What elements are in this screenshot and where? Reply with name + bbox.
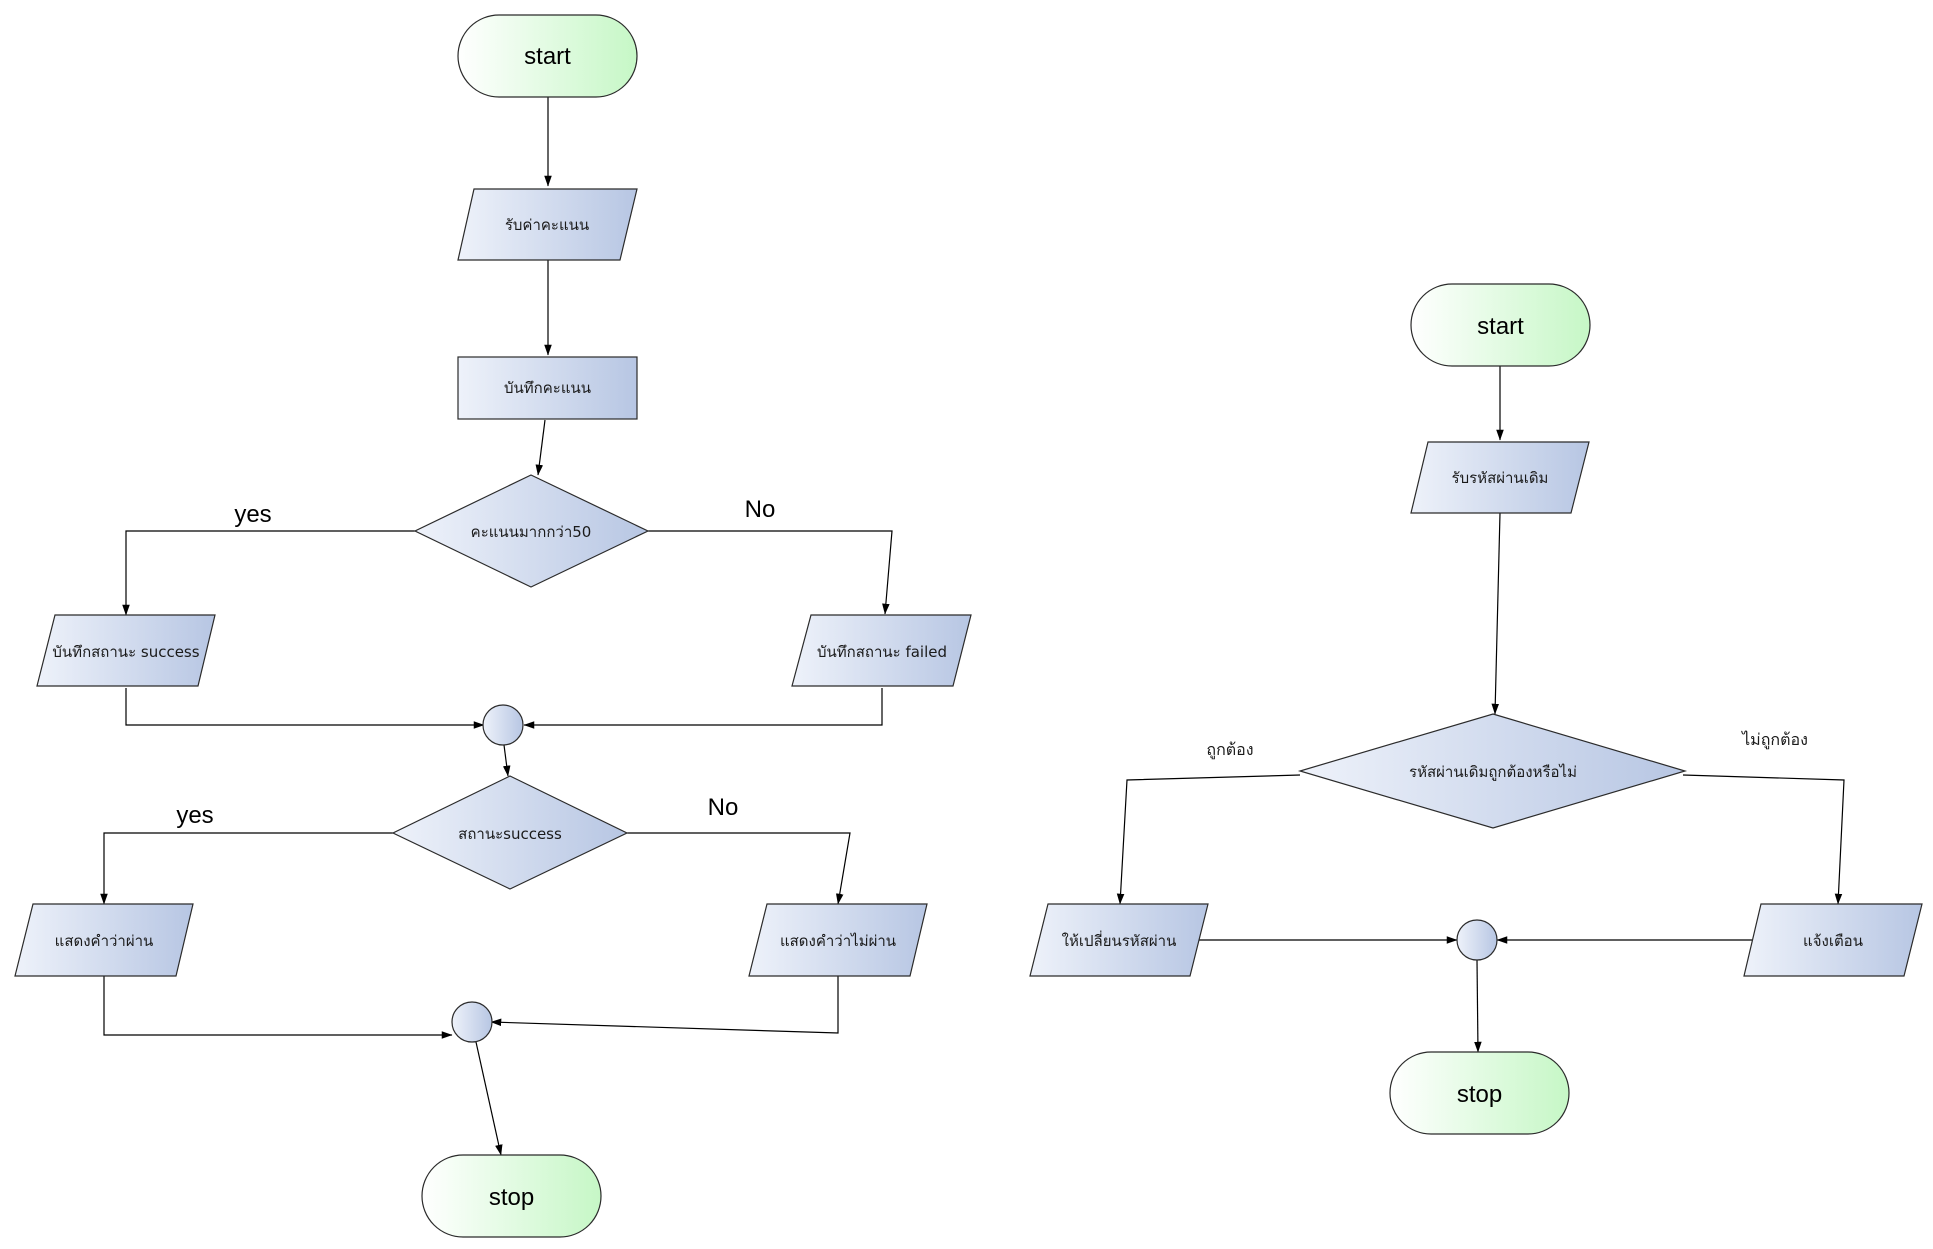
flowchart-score: start รับค่าคะแนน บันทึกคะแนน คะแนนมากกว… xyxy=(14,14,972,1238)
edge-decision-yes xyxy=(122,530,415,616)
edge-pass-to-merge2 xyxy=(103,976,453,1039)
edge-input-to-decision-pw xyxy=(1491,512,1501,715)
save-score-label: บันทึกคะแนน xyxy=(504,379,591,397)
decision-score-label: คะแนนมากกว่า50 xyxy=(471,523,592,541)
show-fail-node: แสดงคำว่าไม่ผ่าน xyxy=(748,903,928,977)
edge-failed-to-merge xyxy=(523,688,883,729)
branch-yes-label: yes xyxy=(234,501,271,528)
input-password-label: รับรหัสผ่านเดิม xyxy=(1452,469,1549,487)
start-terminal-pw: start xyxy=(1410,283,1591,367)
status-failed-node: บันทึกสถานะ failed xyxy=(791,614,972,687)
start-label-pw: start xyxy=(1477,313,1524,340)
merge-connector-pw xyxy=(1456,919,1498,961)
decision-status-label: สถานะsuccess xyxy=(458,825,562,843)
input-score-node: รับค่าคะแนน xyxy=(457,188,638,261)
save-score-node: บันทึกคะแนน xyxy=(457,356,638,420)
status-success-node: บันทึกสถานะ success xyxy=(36,614,216,687)
edge-decision2-no xyxy=(627,832,851,905)
stop-terminal: stop xyxy=(421,1154,602,1238)
edge-decision-correct xyxy=(1116,774,1301,905)
start-terminal: start xyxy=(457,14,638,98)
edge-save-to-decision xyxy=(535,419,546,476)
status-success-label: บันทึกสถานะ success xyxy=(52,643,199,661)
edge-decision-incorrect xyxy=(1682,774,1845,905)
show-pass-label: แสดงคำว่าผ่าน xyxy=(55,932,154,950)
start-label: start xyxy=(524,43,571,70)
show-pass-node: แสดงคำว่าผ่าน xyxy=(14,903,194,977)
stop-terminal-pw: stop xyxy=(1389,1051,1570,1135)
decision-status-node: สถานะsuccess xyxy=(391,775,629,890)
show-fail-label: แสดงคำว่าไม่ผ่าน xyxy=(780,932,896,950)
warn-node: แจ้งเตือน xyxy=(1743,903,1923,977)
flowchart-password: start รับรหัสผ่านเดิม รหัสผ่านเดิมถูกต้อ… xyxy=(1029,283,1923,1135)
branch-no-label-2: No xyxy=(708,794,739,821)
edge-decision2-yes xyxy=(100,832,393,905)
edge-merge2-to-stop xyxy=(475,1041,503,1156)
edge-merge-to-decision2 xyxy=(502,744,511,777)
edge-merge-to-stop-pw xyxy=(1474,959,1482,1053)
warn-label: แจ้งเตือน xyxy=(1803,932,1863,950)
input-password-node: รับรหัสผ่านเดิม xyxy=(1410,441,1590,514)
merge-connector xyxy=(482,704,524,746)
edge-fail-to-merge2 xyxy=(490,976,839,1034)
stop-label-pw: stop xyxy=(1457,1081,1502,1108)
input-score-label: รับค่าคะแนน xyxy=(505,216,589,234)
decision-password-node: รหัสผ่านเดิมถูกต้องหรือไม่ xyxy=(1297,713,1688,829)
branch-incorrect-label: ไม่ถูกต้อง xyxy=(1740,730,1808,750)
edge-success-to-merge xyxy=(125,688,485,729)
stop-label: stop xyxy=(489,1184,534,1211)
branch-correct-label: ถูกต้อง xyxy=(1206,740,1253,760)
decision-password-label: รหัสผ่านเดิมถูกต้องหรือไม่ xyxy=(1409,763,1577,781)
change-password-node: ให้เปลี่ยนรหัสผ่าน xyxy=(1029,903,1209,977)
decision-score-node: คะแนนมากกว่า50 xyxy=(413,474,650,588)
edge-decision-no xyxy=(648,530,893,615)
branch-yes-label-2: yes xyxy=(176,802,213,829)
status-failed-label: บันทึกสถานะ failed xyxy=(817,643,947,661)
merge-connector-2 xyxy=(451,1001,493,1043)
branch-no-label: No xyxy=(745,496,776,523)
change-password-label: ให้เปลี่ยนรหัสผ่าน xyxy=(1062,930,1177,950)
